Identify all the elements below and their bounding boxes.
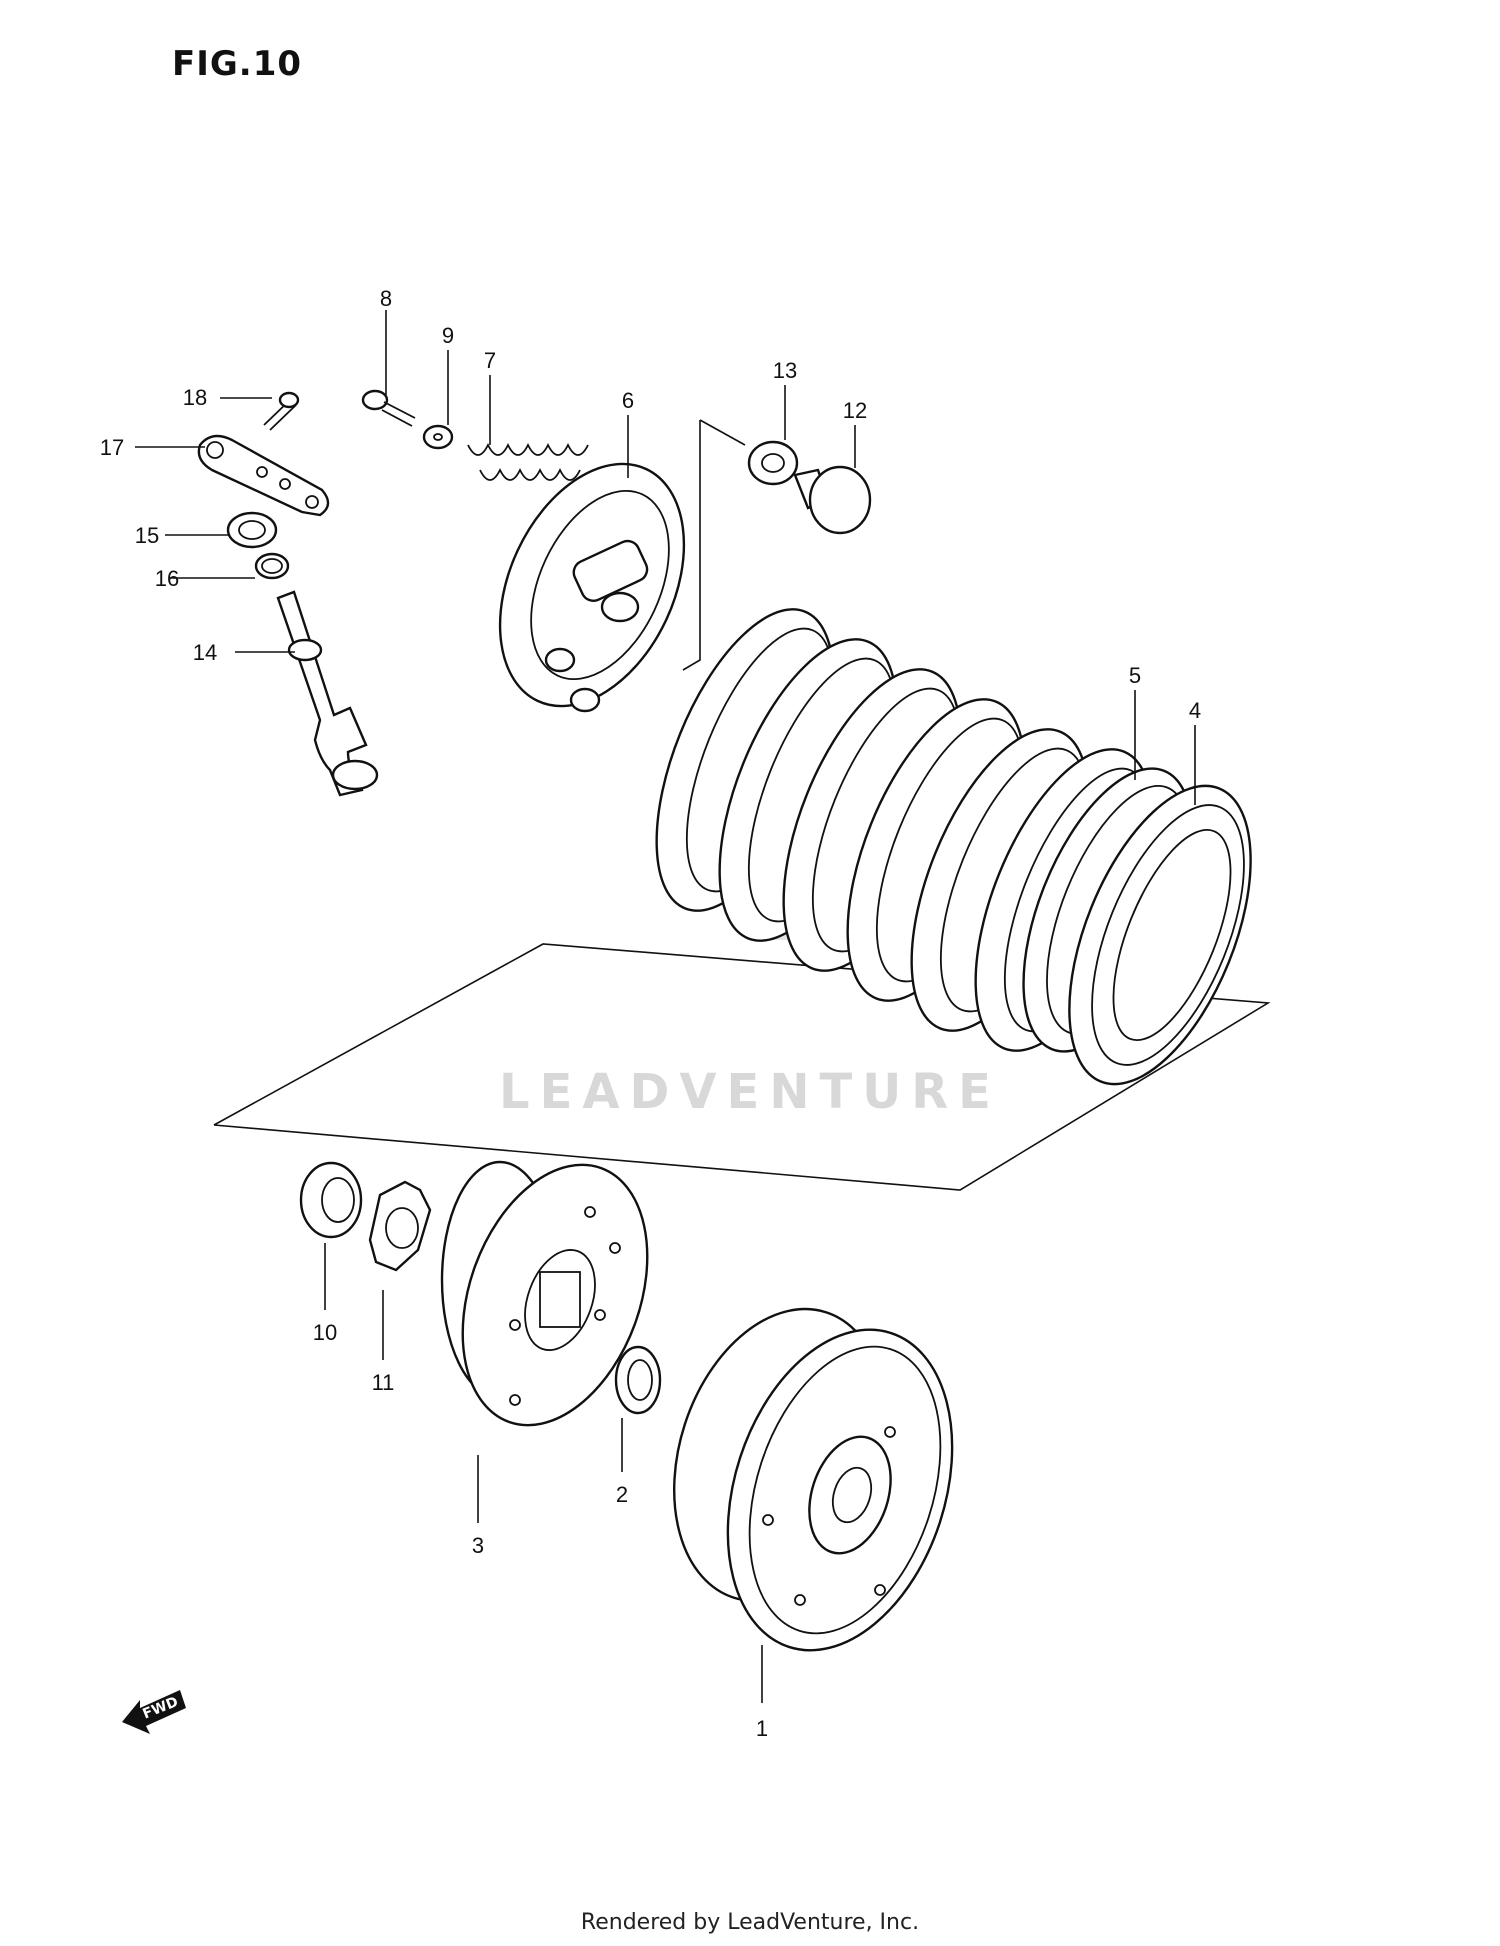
callout-17: 17 (100, 435, 124, 460)
part-16-o-ring (254, 552, 290, 580)
assembly-guide-upper (682, 420, 701, 671)
part-12-push-piece (793, 465, 872, 535)
part-7-spring (467, 442, 589, 481)
callout-7: 7 (484, 348, 496, 373)
part-3-clutch-sleeve-hub (440, 1160, 649, 1427)
leader-lines (135, 310, 1196, 1703)
figure-title: FIG.10 (172, 44, 303, 84)
part-4-drive-plate (1068, 784, 1252, 1086)
part-6-pressure-plate (498, 462, 686, 713)
part-9-washer (422, 424, 454, 450)
callout-18: 18 (183, 385, 207, 410)
footer-credit: Rendered by LeadVenture, Inc. (580, 1910, 920, 1935)
part-8-bolt (361, 389, 416, 427)
part-11-thrust-washer (368, 1180, 432, 1272)
watermark-text: LEADVENTURE (499, 1064, 1001, 1120)
assembly-outline-lower (213, 943, 1271, 1191)
callout-11: 11 (372, 1370, 395, 1395)
part-15-oil-seal (226, 511, 278, 549)
part-13-bearing (747, 440, 799, 486)
callout-labels: 1 2 3 4 5 6 7 8 9 10 11 12 13 14 15 16 1… (100, 286, 1201, 1741)
callout-13: 13 (773, 358, 797, 383)
callout-12: 12 (843, 398, 867, 423)
part-17-lever (197, 434, 330, 517)
callout-14: 14 (193, 640, 217, 665)
callout-16: 16 (155, 566, 179, 591)
callout-3: 3 (472, 1533, 484, 1558)
callout-10: 10 (313, 1320, 337, 1345)
callout-8: 8 (380, 286, 392, 311)
forward-arrow-icon: FWD (122, 1690, 186, 1734)
callout-9: 9 (442, 323, 454, 348)
callout-5: 5 (1129, 663, 1141, 688)
callout-2: 2 (616, 1482, 628, 1507)
callout-1: 1 (756, 1716, 768, 1741)
part-14-release-shaft (276, 590, 379, 797)
part-10-spacer (299, 1161, 363, 1239)
callout-6: 6 (622, 388, 634, 413)
callout-4: 4 (1189, 698, 1201, 723)
part-1-primary-driven-gear (672, 1307, 954, 1652)
part-18-bolt (263, 391, 300, 431)
callout-15: 15 (135, 523, 159, 548)
part-2-washer (614, 1345, 662, 1415)
